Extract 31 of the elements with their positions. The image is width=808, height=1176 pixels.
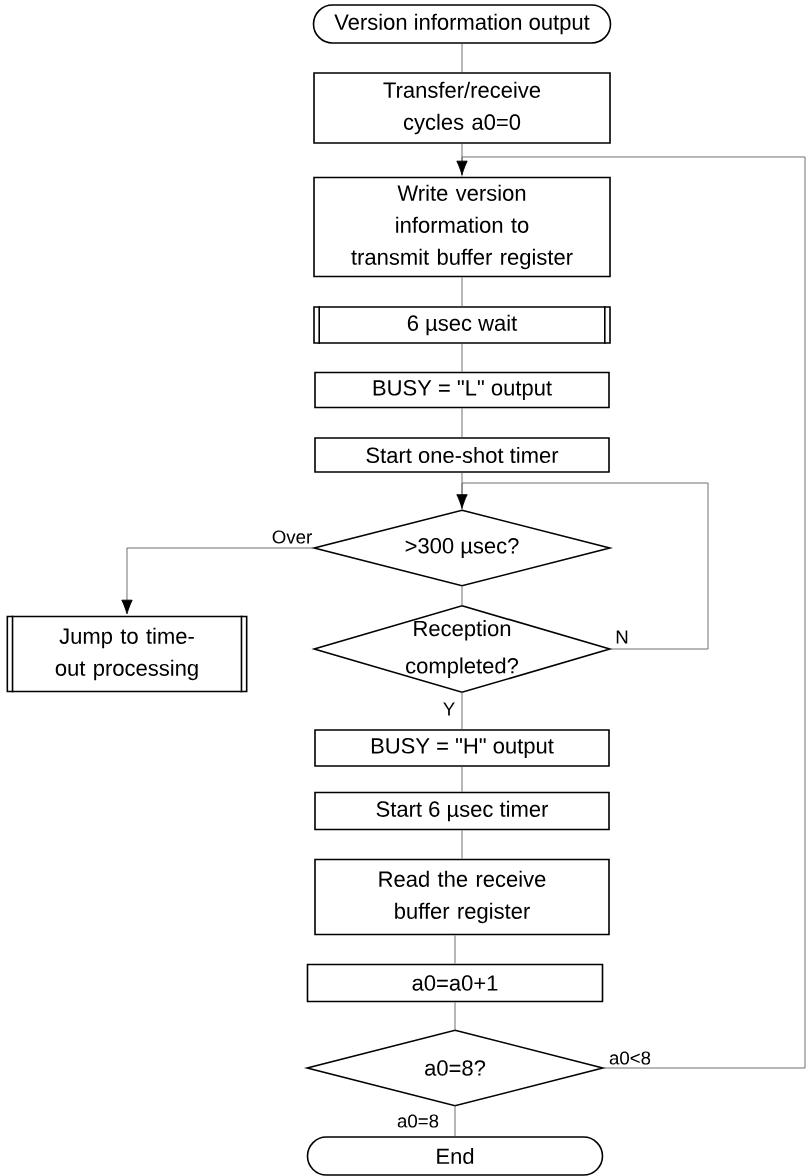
edge-label: N xyxy=(613,629,631,645)
connector-line xyxy=(454,1001,456,1031)
connector-line xyxy=(454,1105,456,1137)
connector-line xyxy=(461,343,463,373)
arrow xyxy=(456,156,806,1069)
process-box: BUSY = "H" output xyxy=(314,729,610,767)
edge-label: Y xyxy=(441,701,457,717)
connector-line xyxy=(454,934,456,965)
process-box: BUSY = "L" output xyxy=(314,371,610,409)
edge-label: a0<8 xyxy=(607,1050,653,1066)
connector-line xyxy=(461,43,463,73)
arrow xyxy=(456,482,709,650)
edge-label: Over xyxy=(270,529,314,545)
subroutine-box: Jump to time-out processing xyxy=(6,614,248,694)
process-box: Write version information to transmit buffer register xyxy=(313,176,611,278)
edge-label: a0=8 xyxy=(395,1113,441,1129)
connector-line xyxy=(461,143,463,178)
arrow xyxy=(121,547,315,615)
connector-line xyxy=(461,472,463,511)
connector-line xyxy=(461,829,463,860)
subroutine-box: 6 µsec wait xyxy=(313,305,611,345)
process-box: Read the receive buffer register xyxy=(314,858,610,936)
connector-line xyxy=(461,691,463,730)
process-box: Start 6 µsec timer xyxy=(314,791,610,831)
connector-line xyxy=(461,407,463,438)
connector-line xyxy=(461,585,463,607)
connector-line xyxy=(461,276,463,307)
process-box: Start one-shot timer xyxy=(314,437,610,473)
process-box: Transfer/receive cycles a0=0 xyxy=(313,72,611,144)
process-box: a0=a0+1 xyxy=(306,963,604,1003)
connector-line xyxy=(461,766,463,793)
